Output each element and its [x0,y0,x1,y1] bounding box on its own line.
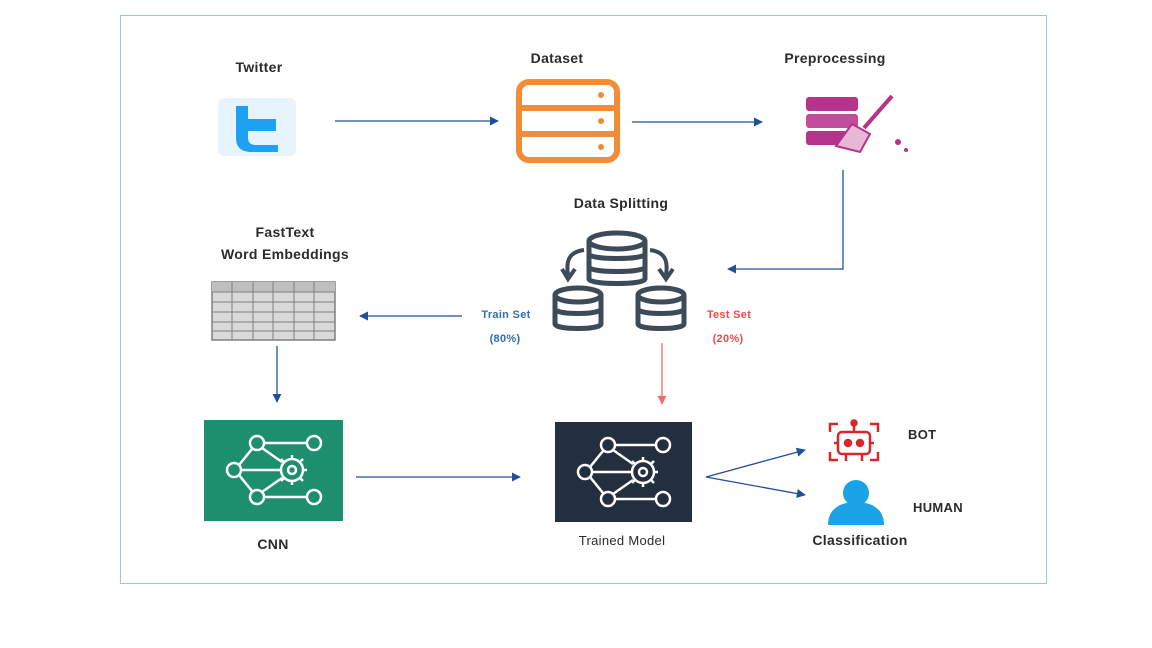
twitter-label: Twitter [235,59,283,75]
robot-icon [828,419,880,462]
test-percent-label: (20%) [712,333,744,345]
embedding-grid-icon [211,281,336,341]
database-broom-icon [806,94,908,154]
database-split-icon [552,230,687,331]
database-icon [516,79,620,163]
cnn-label: CNN [257,536,289,552]
data-splitting-label: Data Splitting [573,195,669,211]
bot-label: BOT [908,427,937,442]
human-label: HUMAN [913,500,963,515]
person-icon [828,480,884,525]
word-embeddings-label: Word Embeddings [221,246,349,262]
twitter-bird-icon [218,98,296,156]
train-set-label: Train Set [481,309,531,321]
diagram-frame [120,15,1047,584]
trained-model-label: Trained Model [578,533,666,548]
arrow-preprocessing-to-splitting [727,170,844,274]
fasttext-label: FastText [255,224,315,240]
neural-network-gear-icon [204,420,343,521]
arrow-model-to-bot [705,447,806,478]
test-set-label: Test Set [706,309,752,321]
dataset-label: Dataset [530,50,584,66]
preprocessing-label: Preprocessing [784,50,886,66]
neural-network-gear-icon [555,422,692,522]
classification-label: Classification [812,532,908,548]
arrow-model-to-human [705,476,806,499]
train-percent-label: (80%) [489,333,521,345]
